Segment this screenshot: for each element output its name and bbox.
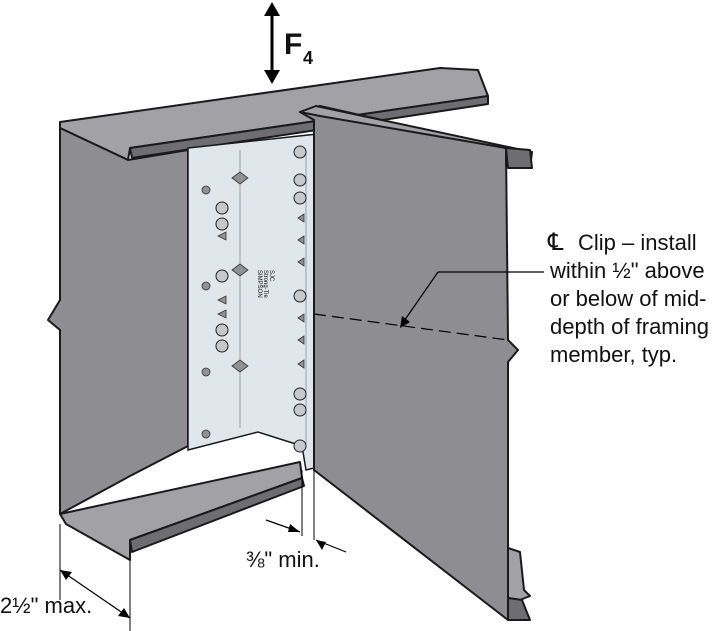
bottom-track: [59, 461, 305, 561]
vertical-back-member: [47, 127, 189, 515]
centerline-symbol: ℄: [547, 229, 564, 256]
callout-line-4: depth of framing: [550, 314, 709, 339]
clip-imprint-1: SIMPSON: [256, 270, 262, 298]
callout-line-1: Clip – install: [578, 230, 697, 255]
max-offset-dimension: 2½" max.: [0, 524, 131, 631]
min-gap-label: ⅜" min.: [246, 547, 320, 572]
force-arrow: F 4: [264, 2, 313, 84]
callout-text: ℄ Clip – install within ½" above or belo…: [547, 229, 709, 367]
callout-leader: [400, 271, 544, 328]
callout-line-5: member, typ.: [550, 342, 677, 367]
clip-imprint-2: Strong-Tie: [262, 270, 268, 298]
max-offset-label: 2½" max.: [0, 593, 92, 618]
clip-imprint-3: SJC: [268, 270, 274, 282]
force-label-subscript: 4: [303, 48, 313, 68]
callout-line-3: or below of mid-: [550, 286, 707, 311]
min-gap-dimension: ⅜" min.: [246, 470, 347, 572]
callout-line-2: within ½" above: [549, 258, 705, 283]
force-label: F: [284, 28, 302, 61]
left-screw-column: [201, 185, 229, 439]
front-stud: [299, 105, 533, 621]
